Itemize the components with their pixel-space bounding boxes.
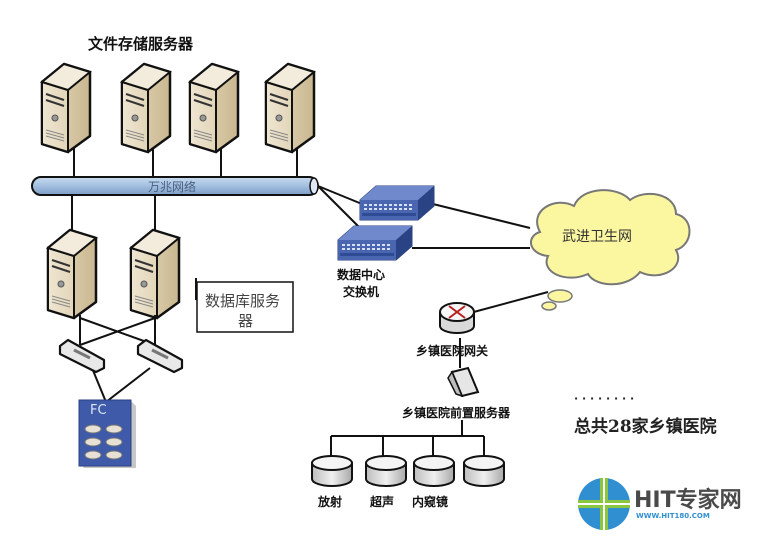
device-label-radiology: 放射 — [318, 495, 343, 509]
device-radiology — [311, 455, 353, 487]
wujin-health-network-cloud — [530, 189, 691, 311]
gateway-label: 乡镇医院网关 — [416, 344, 489, 358]
total-hospitals-label: 总共28家乡镇医院 — [574, 417, 717, 437]
db-label-box — [196, 281, 294, 333]
datacenter-switch-2 — [337, 225, 413, 261]
front-server-label: 乡镇医院前置服务器 — [402, 406, 511, 420]
storage-servers-title: 文件存储服务器 — [88, 35, 194, 53]
device-4 — [463, 455, 505, 487]
hit-logo-icon — [578, 478, 630, 530]
device-bus — [330, 435, 485, 462]
storage-server-2 — [120, 62, 172, 154]
switch-label-line1: 数据中心 — [337, 268, 386, 282]
db-server-2 — [129, 228, 181, 320]
storage-server-3 — [188, 62, 240, 154]
fc-label: FC — [90, 403, 107, 418]
device-ultrasound — [365, 455, 407, 487]
device-endoscope — [413, 455, 455, 487]
db-server-label-line1: 数据库服务 — [205, 292, 281, 310]
logo-name: HIT专家网 — [634, 488, 742, 513]
san-switch-2 — [136, 338, 184, 374]
fc-storage-array — [78, 399, 136, 468]
logo-url: WWW.HIT180.COM — [636, 512, 710, 520]
storage-server-1 — [40, 62, 92, 154]
datacenter-switch-1 — [359, 185, 435, 221]
device-label-ultrasound: 超声 — [370, 495, 395, 509]
ellipsis-dots: · · · · · · · · — [574, 392, 635, 405]
device-label-endoscope: 内窥镜 — [412, 495, 449, 509]
hospital-gateway-router — [439, 302, 475, 334]
backbone-label: 万兆网络 — [148, 180, 197, 194]
db-server-label-line2: 器 — [238, 312, 254, 330]
front-server — [447, 366, 480, 398]
cloud-label: 武进卫生网 — [562, 229, 632, 245]
switch-label-line2: 交换机 — [343, 285, 380, 299]
storage-server-4 — [264, 62, 316, 154]
db-server-1 — [46, 228, 98, 320]
